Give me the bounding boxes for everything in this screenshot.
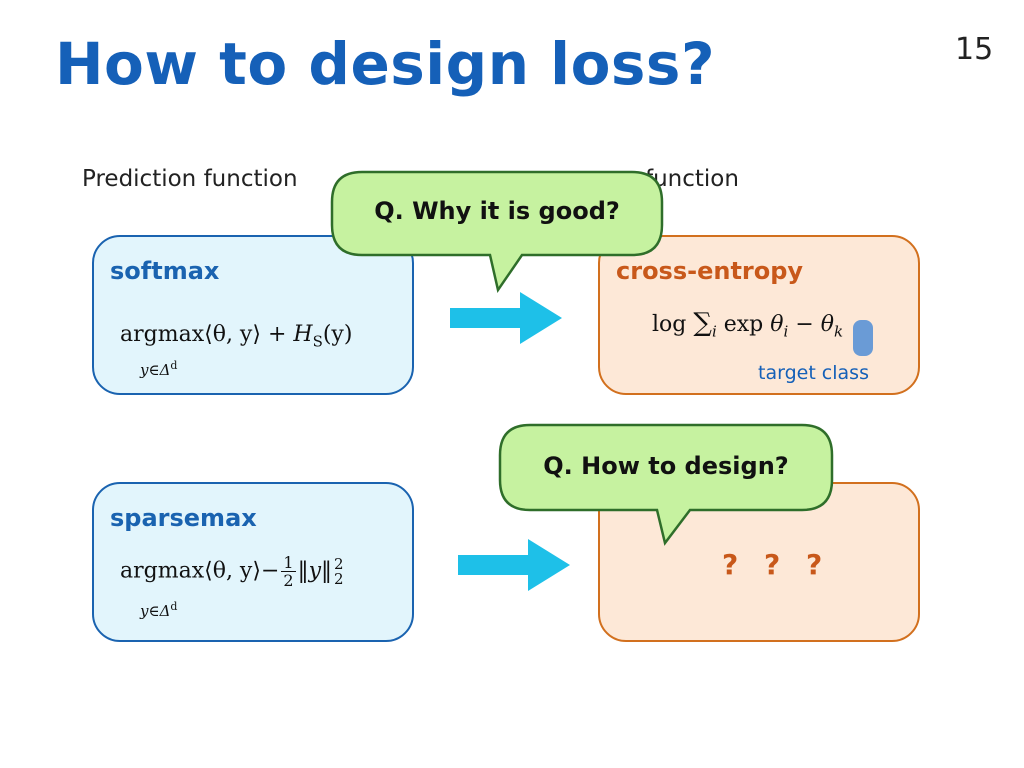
cross-entropy-label: cross-entropy (616, 257, 804, 285)
domain-text: y∈Δ (140, 602, 171, 620)
cross-entropy-formula: log ∑i exp θi − θk (652, 308, 843, 340)
argmax-text: argmax (120, 322, 205, 347)
arrow-right-icon (450, 292, 562, 344)
subtitle-prediction-function: Prediction function (82, 166, 298, 192)
sum-symbol: ∑ (693, 308, 712, 338)
domain-text: y∈Δ (140, 361, 171, 379)
theta-k: θ (820, 312, 835, 337)
unknown-loss-text: ? ? ? (722, 548, 831, 581)
slide-title: How to design loss? (55, 30, 716, 98)
theta-i: θ (770, 312, 784, 337)
plus-sign: + (267, 322, 287, 347)
page-number: 15 (955, 32, 994, 67)
sparsemax-label: sparsemax (110, 504, 257, 532)
arrow-right-icon (458, 539, 570, 591)
log-text: log (652, 312, 687, 337)
entropy-S: S (312, 332, 323, 351)
question-how-design: Q. How to design? (543, 452, 789, 480)
softmax-argmax-domain: y∈Δd (140, 359, 177, 379)
sum-index: i (711, 322, 717, 341)
theta-i-sub: i (783, 322, 789, 341)
entropy-arg: (y) (322, 322, 353, 347)
inner-product: ⟨θ, y⟩ (204, 558, 261, 584)
exp-text: exp (723, 312, 764, 337)
frac-denominator: 2 (283, 571, 294, 590)
softmax-label: softmax (110, 257, 220, 285)
frac-numerator: 1 (281, 553, 296, 572)
norm-sup: 2 (334, 554, 344, 573)
question-why-good: Q. Why it is good? (374, 197, 620, 225)
target-class-label: target class (758, 362, 869, 384)
entropy-H: H (293, 322, 313, 347)
norm-sub: 2 (334, 569, 344, 588)
minus-sign: − (795, 312, 814, 337)
target-class-highlight (853, 320, 873, 356)
softmax-box: softmax argmax⟨θ, y⟩ + HS(y) y∈Δd (92, 235, 414, 395)
theta-k-sub: k (834, 322, 844, 341)
subtitle-loss-function: function (645, 166, 739, 192)
norm-y: ‖y‖ (297, 558, 332, 584)
domain-sup: d (170, 359, 178, 372)
minus-sign: − (260, 558, 280, 584)
inner-product: ⟨θ, y⟩ (204, 322, 261, 347)
domain-sup: d (170, 600, 178, 613)
softmax-formula: argmax⟨θ, y⟩ + HS(y) (120, 322, 352, 350)
argmax-text: argmax (120, 558, 205, 584)
sparsemax-argmax-domain: y∈Δd (140, 600, 177, 620)
